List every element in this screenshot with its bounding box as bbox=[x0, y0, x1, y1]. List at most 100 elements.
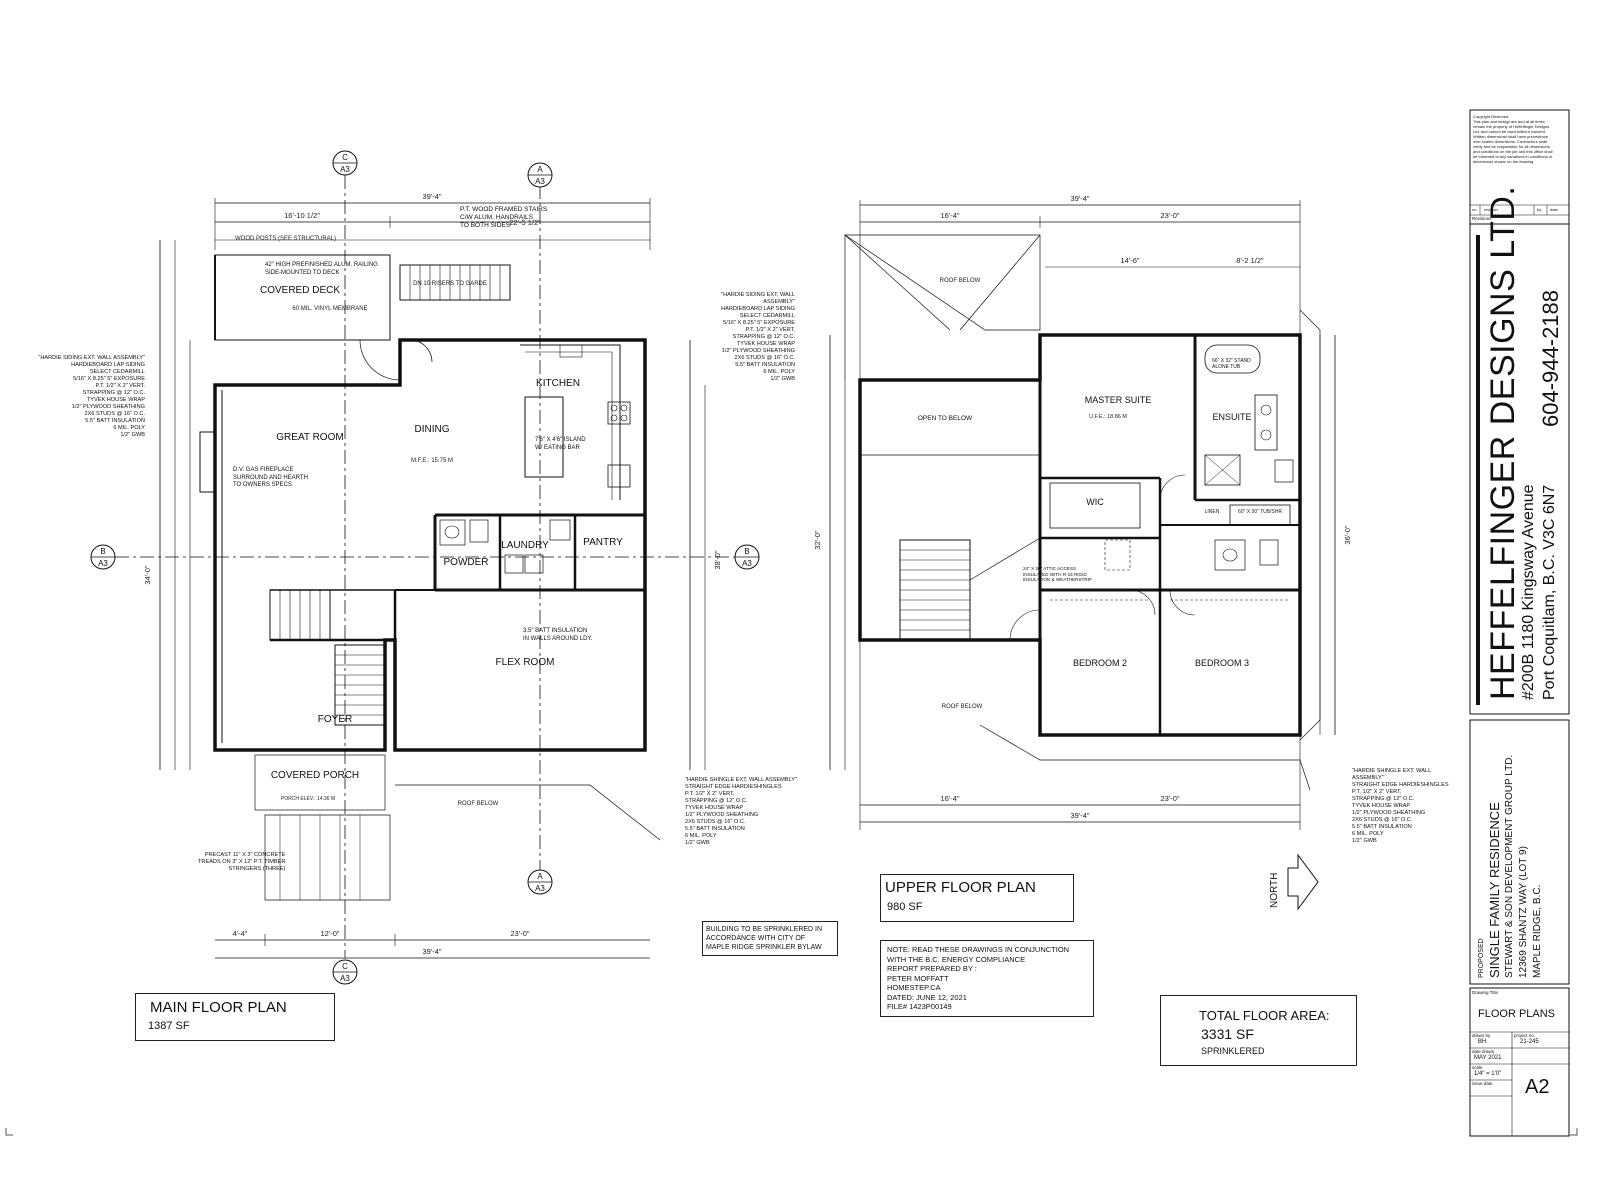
room-wic: WIC bbox=[1086, 497, 1104, 507]
main-plan-dimensions: 39'-4" 16'-10 1/2" 22'-5 1/2" 39'-4" 4'-… bbox=[143, 192, 722, 956]
svg-text:23'-0": 23'-0" bbox=[1160, 211, 1179, 220]
section-marker-c-bottom: C A3 bbox=[332, 959, 358, 985]
svg-text:A3: A3 bbox=[340, 974, 350, 983]
room-flex: FLEX ROOM bbox=[496, 657, 555, 668]
svg-text:A3: A3 bbox=[742, 559, 752, 568]
note-hardie-siding-upper: "HARDIE SIDING EXT. WALL ASSEMBLY" HARDI… bbox=[693, 290, 797, 385]
note-hardie-shingle-main: "HARDIE SHINGLE EXT. WALL ASSEMBLY" STRA… bbox=[683, 775, 799, 849]
note-railing: 42" HIGH PREFINISHED ALUM. RAILING SIDE-… bbox=[265, 262, 378, 276]
room-foyer: FOYER bbox=[318, 714, 352, 725]
svg-text:ROOF BELOW: ROOF BELOW bbox=[458, 801, 499, 807]
svg-text:WOOD POSTS (SEE STRUCTURAL): WOOD POSTS (SEE STRUCTURAL) bbox=[235, 236, 336, 242]
main-floor-plan-title: MAIN FLOOR PLAN bbox=[150, 999, 287, 1016]
section-c-letter: C bbox=[342, 153, 348, 162]
project-proposed: PROPOSED bbox=[1478, 938, 1485, 978]
note-hardie-siding-main: "HARDIE SIDING EXT. WALL ASSEMBLY" HARDI… bbox=[35, 353, 147, 441]
section-marker-a-bottom: A A3 bbox=[527, 869, 553, 895]
section-marker-a-top: A A3 bbox=[527, 162, 553, 188]
room-powder: POWDER bbox=[444, 557, 489, 568]
svg-text:39'-4": 39'-4" bbox=[422, 947, 441, 956]
note-attic: 24" X 30" ATTIC ACCESS INSULATED WITH R-… bbox=[1023, 566, 1092, 582]
upper-floor-plan-area: 980 SF bbox=[887, 901, 923, 913]
firm-address: #200B 1180 Kingsway Avenue bbox=[1520, 484, 1537, 700]
note-precast: PRECAST 11" X 3" CONCRETE TREADS ON 3" X… bbox=[198, 852, 286, 872]
firm-city: Port Coquitlam, B.C. V3C 6N7 bbox=[1541, 484, 1558, 700]
room-pantry: PANTRY bbox=[583, 537, 623, 548]
total-sprinklered: SPRINKLERED bbox=[1201, 1046, 1265, 1056]
upper-floor-plan bbox=[829, 200, 1336, 830]
room-bedroom-2: BEDROOM 2 bbox=[1073, 658, 1127, 668]
svg-text:60" X 30" TUB/SHR: 60" X 30" TUB/SHR bbox=[1238, 509, 1282, 515]
svg-text:A: A bbox=[537, 165, 543, 174]
main-plan-room-labels: COVERED DECK GREAT ROOM DINING KITCHEN L… bbox=[235, 236, 623, 807]
svg-text:60 MIL. VINYL MEMBRANE: 60 MIL. VINYL MEMBRANE bbox=[292, 306, 367, 312]
upper-plan-dimensions: 39'-4" 16'-4" 23'-0" 14'-6" 8'-2 1/2" 16… bbox=[813, 194, 1352, 820]
svg-text:4'-4": 4'-4" bbox=[233, 929, 248, 938]
firm-name: HEFFELFINGER DESIGNS LTD. bbox=[1484, 185, 1522, 700]
room-laundry: LAUNDRY bbox=[501, 540, 549, 551]
firm-phone: 604-944-2188 bbox=[1538, 289, 1563, 427]
total-floor-area-value: 3331 SF bbox=[1201, 1026, 1254, 1042]
svg-text:16'-10 1/2": 16'-10 1/2" bbox=[284, 211, 320, 220]
svg-text:A3: A3 bbox=[535, 884, 545, 893]
svg-text:32'-0": 32'-0" bbox=[813, 530, 822, 549]
note-island: 7'6" X 4'6" ISLAND W/ EATING BAR bbox=[535, 437, 586, 451]
upper-floor-plan-title-box: UPPER FLOOR PLAN 980 SF bbox=[880, 874, 1074, 922]
total-floor-area-box: TOTAL FLOOR AREA: 3331 SF SPRINKLERED bbox=[1160, 995, 1357, 1066]
note-stairs: P.T. WOOD FRAMED STAIRS C/W ALUM. HANDRA… bbox=[460, 206, 548, 229]
svg-text:A3: A3 bbox=[535, 177, 545, 186]
north-arrow: NORTH bbox=[1269, 853, 1319, 911]
svg-text:39'-4": 39'-4" bbox=[1070, 194, 1089, 203]
svg-text:36'-0": 36'-0" bbox=[1343, 525, 1352, 544]
upper-floor-plan-title: UPPER FLOOR PLAN bbox=[885, 879, 1036, 896]
svg-text:DN 10 RISERS TO GARDE: DN 10 RISERS TO GARDE bbox=[413, 281, 487, 287]
project-site: 12369 SHANTZ WAY (LOT 9) bbox=[1518, 846, 1529, 978]
svg-text:16'-4": 16'-4" bbox=[940, 211, 959, 220]
note-batt: 3.5" BATT INSULATION IN WALLS AROUND LDY… bbox=[523, 628, 593, 642]
project-site-city: MAPLE RIDGE, B.C. bbox=[1532, 884, 1543, 978]
svg-text:34'-0": 34'-0" bbox=[143, 565, 152, 584]
room-linen: LINEN bbox=[1205, 509, 1220, 515]
section-marker-b-right: B A3 bbox=[734, 544, 760, 570]
room-open-to-below: OPEN TO BELOW bbox=[918, 415, 973, 422]
main-floor-plan-title-box: MAIN FLOOR PLAN 1387 SF bbox=[135, 993, 335, 1041]
svg-text:A: A bbox=[537, 872, 543, 881]
project-client: STEWART & SON DEVELOPMENT GROUP LTD. bbox=[1504, 754, 1515, 978]
svg-text:16'-4": 16'-4" bbox=[940, 794, 959, 803]
room-dining: DINING bbox=[415, 424, 450, 435]
upper-plan-room-labels: MASTER SUITE ENSUITE WIC BEDROOM 2 BEDRO… bbox=[918, 278, 1283, 710]
svg-text:22'-5 1/2": 22'-5 1/2" bbox=[509, 218, 541, 227]
room-covered-porch: COVERED PORCH bbox=[271, 770, 359, 781]
svg-text:23'-0": 23'-0" bbox=[1160, 794, 1179, 803]
room-great-room: GREAT ROOM bbox=[276, 432, 343, 443]
sheet-number: A2 bbox=[1525, 1076, 1550, 1098]
section-c-sheet: A3 bbox=[340, 165, 350, 174]
main-floor-plan-area: 1387 SF bbox=[148, 1020, 190, 1032]
copyright-notice: Copyright Reserved. This plan and design… bbox=[1473, 114, 1553, 164]
section-marker-b-left: B A3 bbox=[90, 544, 116, 570]
svg-text:39'-4": 39'-4" bbox=[422, 192, 441, 201]
svg-text:14'-6": 14'-6" bbox=[1120, 256, 1139, 265]
svg-text:23'-0": 23'-0" bbox=[510, 929, 529, 938]
revisions-label: Revisions bbox=[1472, 216, 1492, 221]
svg-text:39'-4": 39'-4" bbox=[1070, 811, 1089, 820]
project-number: 21-245 bbox=[1520, 1039, 1539, 1045]
note-tub: 66" X 32" STAND ALONE TUB bbox=[1212, 358, 1251, 370]
svg-text:38'-0": 38'-0" bbox=[713, 550, 722, 569]
main-floor-plan bbox=[115, 175, 735, 959]
svg-text:8'-2 1/2": 8'-2 1/2" bbox=[1236, 256, 1264, 265]
svg-text:ROOF BELOW: ROOF BELOW bbox=[942, 704, 983, 710]
svg-text:B: B bbox=[100, 547, 105, 556]
svg-text:A3: A3 bbox=[98, 559, 108, 568]
drawing-scale: 1/4" = 1'0" bbox=[1474, 1071, 1502, 1077]
total-floor-area-label: TOTAL FLOOR AREA: bbox=[1199, 1008, 1330, 1023]
room-ensuite: ENSUITE bbox=[1212, 412, 1251, 422]
note-sprinkler: BUILDING TO BE SPRINKLERED IN ACCORDANCE… bbox=[702, 921, 838, 956]
svg-text:12'-0": 12'-0" bbox=[320, 929, 339, 938]
note-fireplace: D.V. GAS FIREPLACE SURROUND AND HEARTH T… bbox=[233, 467, 308, 488]
svg-text:B: B bbox=[744, 547, 749, 556]
note-energy-compliance: NOTE: READ THESE DRAWINGS IN CONJUNCTION… bbox=[880, 940, 1094, 1017]
project-name: SINGLE FAMILY RESIDENCE bbox=[1487, 802, 1502, 978]
room-covered-deck: COVERED DECK bbox=[260, 285, 340, 296]
